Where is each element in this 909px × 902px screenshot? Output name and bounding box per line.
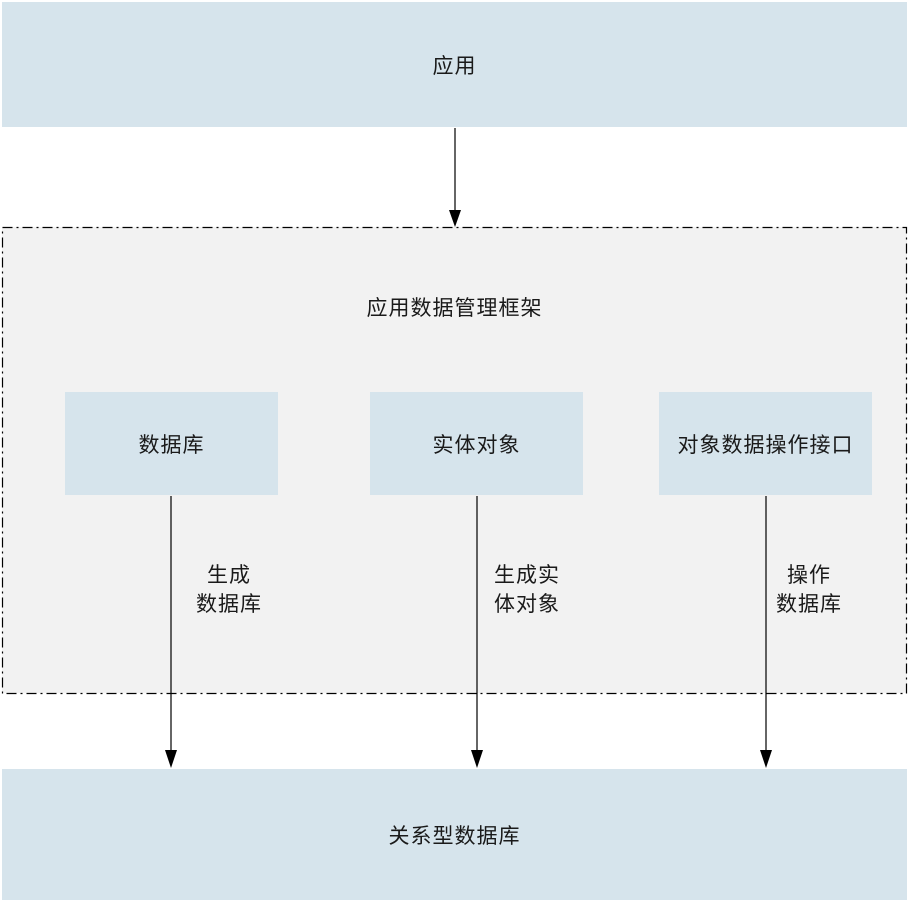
entity-object-node: 实体对象	[370, 392, 583, 495]
edge-label-line: 生成实	[494, 563, 560, 587]
edge-label-line: 数据库	[776, 592, 842, 616]
edge-label-generate-entity: 生成实 体对象	[484, 561, 570, 619]
app-node: 应用	[2, 2, 907, 127]
relational-db-node-label: 关系型数据库	[388, 823, 521, 848]
arrowhead-entity-to-rdb	[471, 750, 483, 768]
database-node: 数据库	[65, 392, 278, 495]
framework-title: 应用数据管理框架	[366, 296, 543, 320]
edge-label-line: 体对象	[494, 592, 560, 616]
entity-object-node-label: 实体对象	[432, 432, 521, 457]
edge-label-operate-database: 操作 数据库	[766, 561, 852, 619]
edge-label-line: 操作	[787, 563, 831, 587]
object-db-api-node-label: 对象数据操作接口	[677, 432, 854, 457]
app-node-label: 应用	[432, 53, 477, 78]
framework-container-border	[1, 226, 908, 695]
object-db-api-node: 对象数据操作接口	[659, 392, 872, 495]
arrowhead-api-to-rdb	[760, 750, 772, 768]
arrowhead-app-to-framework	[449, 210, 461, 227]
edge-label-line: 生成	[207, 563, 251, 587]
edge-label-generate-database: 生成 数据库	[186, 561, 272, 619]
relational-db-node: 关系型数据库	[2, 769, 907, 900]
edge-label-line: 数据库	[196, 592, 262, 616]
arrowhead-database-to-rdb	[165, 750, 177, 768]
database-node-label: 数据库	[138, 432, 205, 457]
